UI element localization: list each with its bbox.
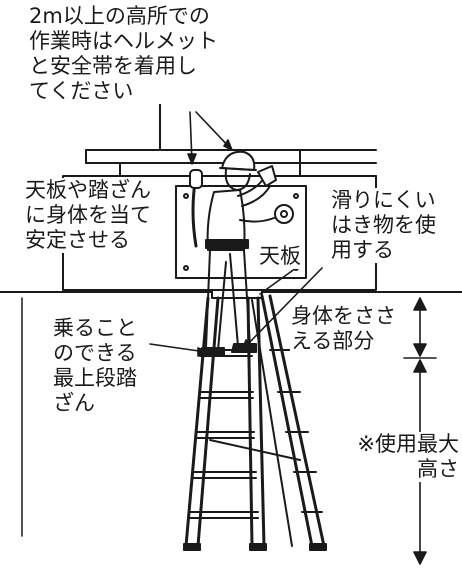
- leader-lines: [149, 111, 323, 357]
- stabilize-body-label: 天板や踏ざん に身体を当て 安定させる: [24, 178, 152, 253]
- helmet-harness-label: 2m以上の高所での 作業時はヘルメット と安全帯を着用し てください: [28, 4, 270, 104]
- nonslip-footwear-label: 滑りにくい はき物を使 用する: [330, 188, 437, 263]
- top-standing-step-label: 乗ること のできる 最上段踏 ざん: [52, 316, 138, 416]
- stepladder: [183, 289, 327, 551]
- worker-figure: [189, 150, 294, 357]
- body-support-label: 身体をささ える部分: [290, 304, 397, 354]
- max-height-label: ※使用最大 高さ: [346, 432, 460, 482]
- top-plate-label: 天板: [258, 244, 302, 269]
- dimension-arrows: [403, 297, 437, 565]
